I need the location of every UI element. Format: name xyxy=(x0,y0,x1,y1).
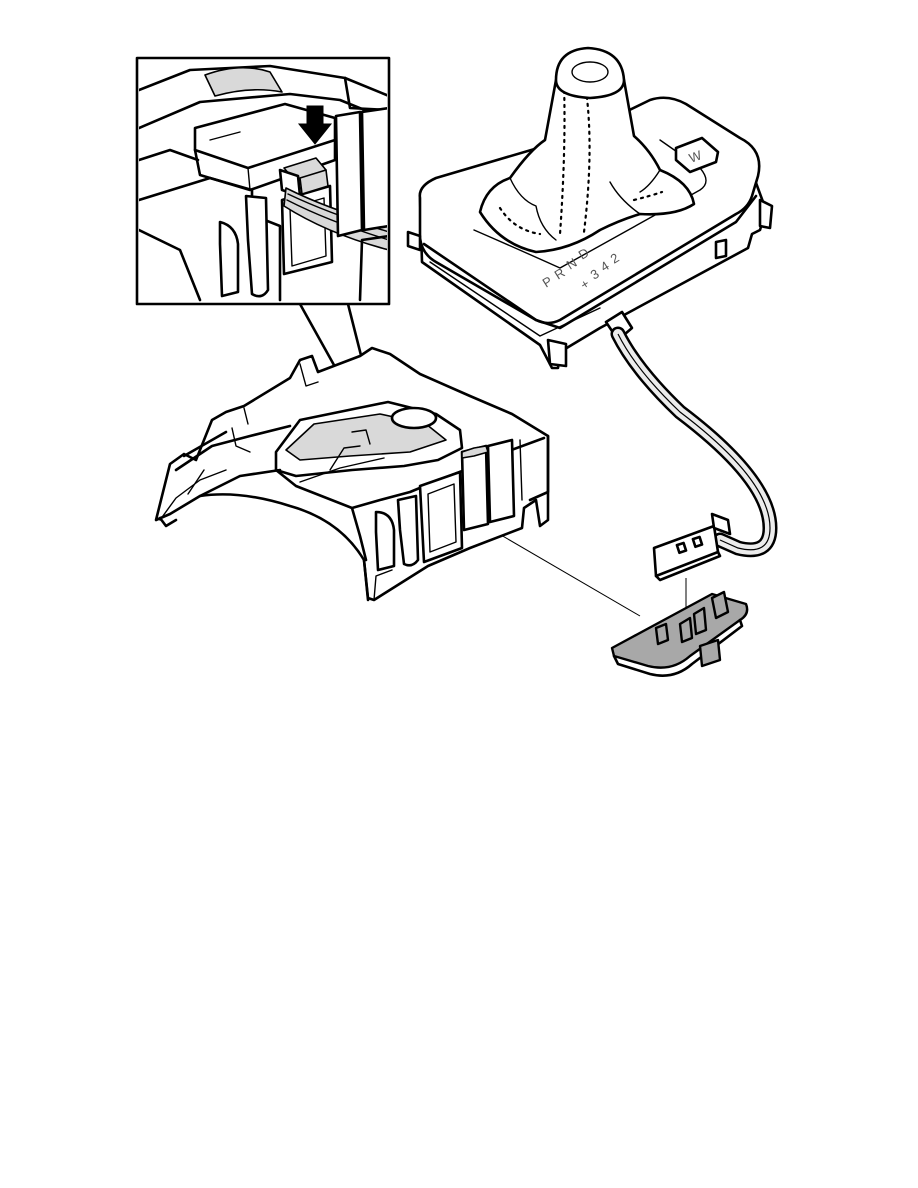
tunnel-console-bracket xyxy=(154,346,550,602)
gear-selector-housing: W P R N D + 3 4 2 xyxy=(406,46,774,370)
retaining-clip xyxy=(610,590,749,677)
wiring-harness xyxy=(610,326,778,558)
detail-inset xyxy=(135,56,391,306)
down-arrow-icon xyxy=(297,105,333,145)
selector-badge: W xyxy=(674,136,720,174)
connector xyxy=(652,512,732,582)
svg-text:W: W xyxy=(687,147,704,166)
